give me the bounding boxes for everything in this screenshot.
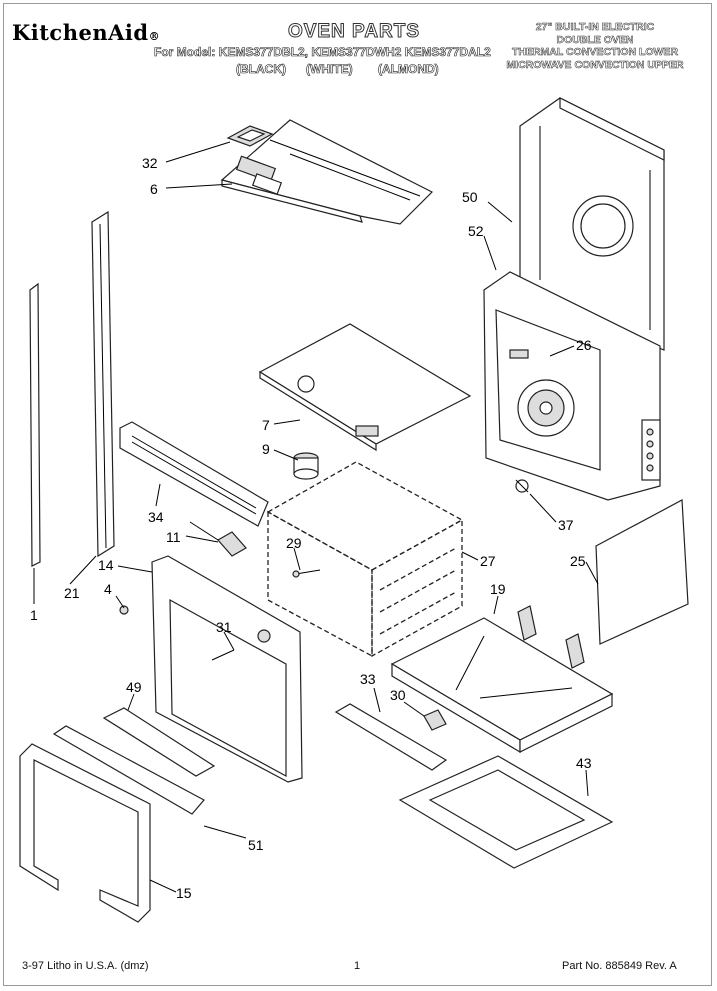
desc-line-4: MICROWAVE CONVECTION UPPER <box>506 58 684 71</box>
callout-37: 37 <box>558 517 574 533</box>
callout-49: 49 <box>126 679 142 695</box>
part-channel <box>334 703 448 771</box>
part-vertical-strip <box>29 282 41 567</box>
brand-logo: KitchenAid® <box>12 20 161 45</box>
page-border <box>3 3 712 986</box>
callout-6: 6 <box>150 181 158 197</box>
leader-lines <box>33 141 599 893</box>
callout-25: 25 <box>570 553 586 569</box>
color-black: (BLACK) <box>236 62 287 77</box>
callout-33: 33 <box>360 671 376 687</box>
callout-30: 30 <box>390 687 406 703</box>
footer-page-number: 1 <box>354 960 361 972</box>
part-small-strip <box>102 707 216 777</box>
part-rear-panel <box>519 97 665 351</box>
color-almond: (ALMOND) <box>378 62 439 77</box>
part-gasket <box>19 743 151 923</box>
callout-32: 32 <box>142 155 158 171</box>
part-top-panel <box>220 119 434 225</box>
part-bottom-tray <box>390 605 614 754</box>
model-line: For Model: KEMS377DBL2, KEMS377DWH2 KEMS… <box>154 45 491 60</box>
desc-line-2: DOUBLE OVEN <box>556 33 634 46</box>
part-upper-tray <box>258 323 472 452</box>
callout-9: 9 <box>262 441 270 457</box>
part-element <box>292 569 321 578</box>
callout-15: 15 <box>176 885 192 901</box>
footer-litho: 3-97 Litho in U.S.A. (dmz) <box>22 960 149 972</box>
callout-26: 26 <box>576 337 592 353</box>
callout-43: 43 <box>576 755 592 771</box>
part-screw <box>119 605 129 615</box>
callout-11: 11 <box>166 529 181 545</box>
callout-7: 7 <box>262 417 270 433</box>
part-clip <box>423 709 447 731</box>
desc-line-3: THERMAL CONVECTION LOWER <box>511 46 679 58</box>
color-white: (WHITE) <box>306 62 353 77</box>
callout-21: 21 <box>64 585 80 601</box>
part-label-plate <box>226 125 274 147</box>
part-vent-grille <box>119 421 269 527</box>
appliance-description: 27" BUILT-IN ELECTRIC DOUBLE OVEN THERMA… <box>490 21 700 71</box>
part-base-tray <box>398 755 614 869</box>
part-side-panel <box>595 499 689 645</box>
callout-51: 51 <box>248 837 264 853</box>
part-small-bracket <box>515 479 529 493</box>
part-vertical-trim <box>91 210 115 558</box>
callout-1: 1 <box>30 607 38 623</box>
part-fitting <box>293 452 319 480</box>
callout-29: 29 <box>286 535 302 551</box>
callout-52: 52 <box>468 223 484 239</box>
part-lower-trim <box>52 725 205 815</box>
part-switch <box>189 521 247 557</box>
desc-line-1: 27" BUILT-IN ELECTRIC <box>535 21 655 33</box>
callout-27: 27 <box>480 553 496 569</box>
part-oven-cavity <box>266 461 464 658</box>
callout-50: 50 <box>462 189 478 205</box>
callout-4: 4 <box>104 581 112 597</box>
page-title: OVEN PARTS <box>287 21 421 43</box>
callout-34: 34 <box>148 509 164 525</box>
footer-part-number: Part No. 885849 Rev. A <box>562 960 677 972</box>
callout-19: 19 <box>490 581 506 597</box>
part-convection-panel <box>483 271 661 501</box>
callout-14: 14 <box>98 557 114 573</box>
part-front-frame <box>151 555 303 783</box>
callout-31: 31 <box>216 619 232 635</box>
